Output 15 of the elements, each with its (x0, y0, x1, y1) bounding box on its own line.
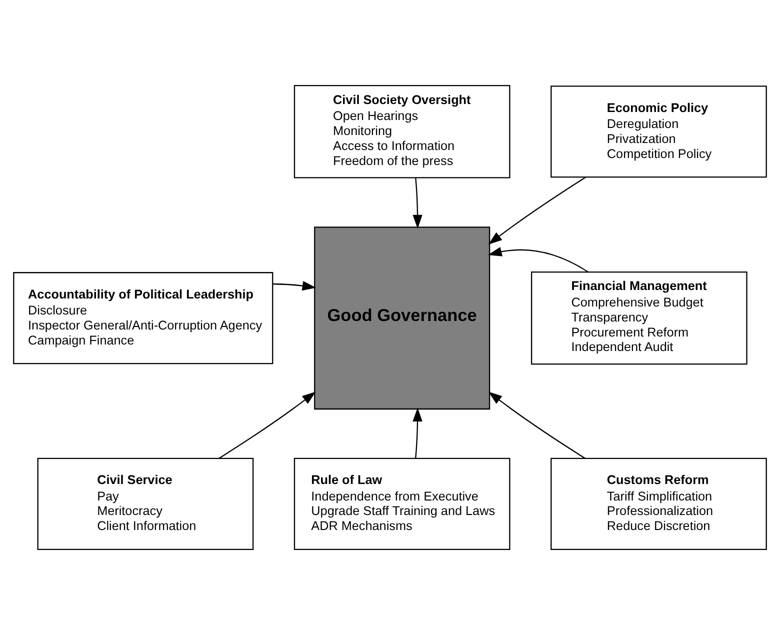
arrow (218, 391, 316, 458)
node-box: Customs Reform Tariff Simplification Professionalization Reduce Discretion (550, 457, 766, 550)
node-box: Civil Service Pay Meritocracy Client Information (36, 457, 254, 550)
arrow (272, 280, 316, 290)
node-box: Civil Society Oversight Open Hearings Monitoring Access to Information Freedom of the press (293, 84, 510, 178)
node-box: Rule of Law Independence from Executive Upgrade Staff Training and Laws ADR Mechanisms (293, 457, 510, 550)
arrow (488, 176, 586, 244)
node-box: Good Governance (314, 226, 490, 410)
arrow (412, 177, 422, 228)
arrow (488, 391, 586, 458)
arrow (487, 246, 588, 272)
arrow (412, 407, 422, 458)
node-box: Economic Policy Deregulation Privatization Competition Policy (550, 85, 766, 178)
node-box: Accountability of Political Leadership Disclosure Inspector General/Anti-Corruption Agency Campaign Finance (12, 272, 273, 364)
node-box: Financial Management Comprehensive Budget Transparency Procurement Reform Independent Audit (530, 270, 747, 364)
